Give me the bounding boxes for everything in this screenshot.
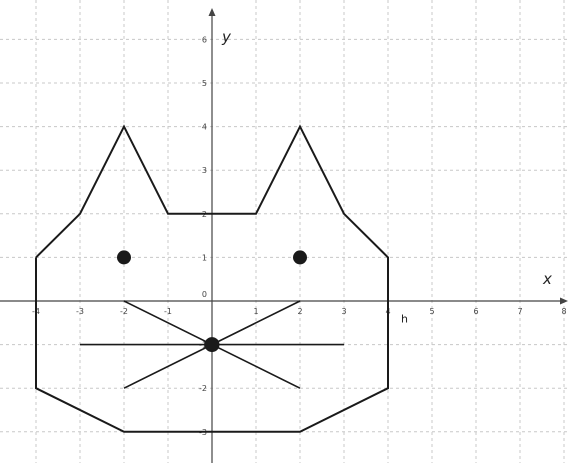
y-tick-label: 3 bbox=[202, 166, 207, 175]
x-tick-label: 1 bbox=[253, 307, 258, 316]
y-axis-label: y bbox=[221, 28, 232, 46]
y-tick-label: 5 bbox=[202, 79, 207, 88]
y-tick-label: -2 bbox=[199, 384, 207, 393]
x-tick-label: 3 bbox=[341, 307, 346, 316]
x-tick-label: -3 bbox=[76, 307, 84, 316]
x-tick-label: -2 bbox=[120, 307, 128, 316]
x-tick-label: -1 bbox=[164, 307, 172, 316]
eye-dot bbox=[293, 250, 307, 265]
h-point-label: h bbox=[401, 312, 408, 325]
y-tick-label: 6 bbox=[202, 35, 207, 44]
x-tick-label: 8 bbox=[561, 307, 566, 316]
y-axis-arrow-icon bbox=[208, 8, 216, 16]
x-tick-label: 5 bbox=[429, 307, 434, 316]
x-axis-label: x bbox=[542, 270, 552, 288]
y-tick-label: 4 bbox=[202, 123, 207, 132]
cat-figure: h bbox=[35, 124, 408, 433]
nose-dot bbox=[204, 337, 220, 353]
cat-outline bbox=[35, 124, 389, 433]
x-tick-label: 6 bbox=[473, 307, 478, 316]
x-tick-label: 7 bbox=[517, 307, 522, 316]
x-tick-label: 2 bbox=[297, 307, 302, 316]
x-axis-arrow-icon bbox=[560, 297, 568, 305]
eye-dot bbox=[117, 250, 131, 265]
axes bbox=[0, 8, 568, 463]
y-tick-label: 1 bbox=[202, 253, 207, 262]
y-tick-label: 0 bbox=[202, 290, 207, 299]
